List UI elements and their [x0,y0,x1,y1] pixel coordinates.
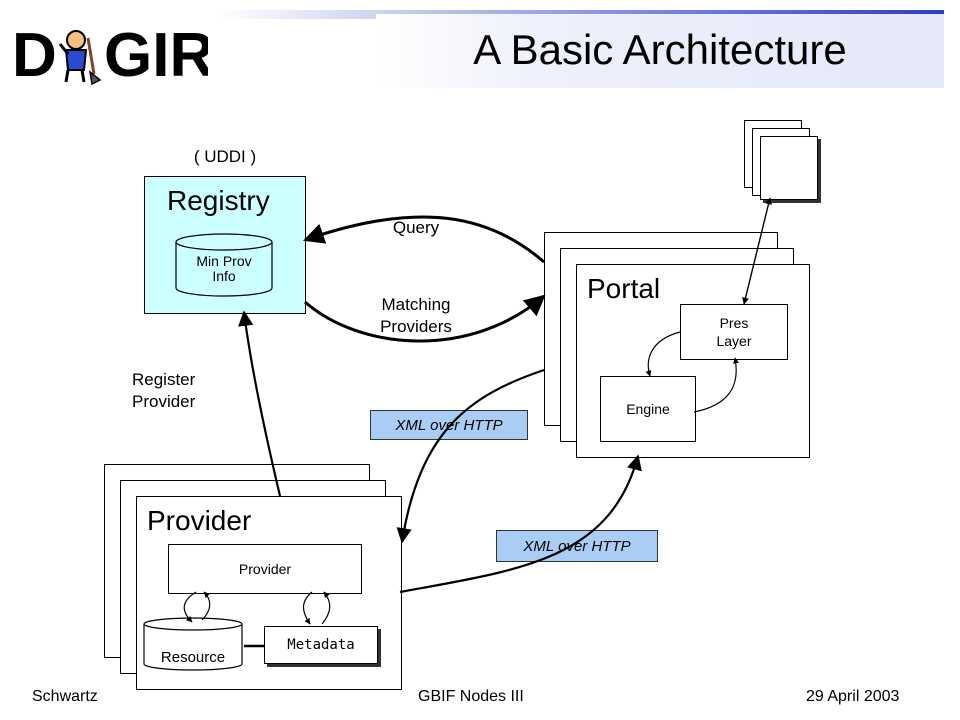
resource-to-provider-arrow [201,591,211,621]
footer-author: Schwartz [32,688,98,705]
svg-text:D: D [12,21,57,90]
page-title: A Basic Architecture [473,26,847,73]
document-page [760,136,818,200]
provider-to-metadata-arrow [302,591,313,625]
portal-title: Portal [587,273,661,304]
footer-date: 29 April 2003 [806,688,900,705]
svg-text:GIR: GIR [104,21,208,90]
query-arrow [303,215,545,264]
digir-logo: D GIR [12,21,208,90]
matching-providers-label: Matching Providers [380,295,452,336]
min-prov-info-label: Min Prov Info [196,253,252,284]
xml-over-http-tag-lower: XML over HTTP [496,530,658,562]
pres-to-engine-arrow [645,331,681,377]
provider-to-portal-arrow [399,454,642,594]
engine-box: Engine [600,376,696,442]
title-band [376,14,944,88]
resource-label: Resource [160,649,226,666]
xml-over-http-tag-upper: XML over HTTP [370,410,528,440]
footer-event: GBIF Nodes III [418,688,524,705]
register-provider-arrow [238,310,282,497]
database-icon [175,233,273,297]
engine-to-pres-arrow [693,357,739,413]
provider-inner-box: Provider [168,544,362,594]
resource-database-icon [143,617,243,671]
metadata-box: Metadata [264,626,378,664]
matching-providers-arrow [304,294,546,343]
register-provider-label: Register Provider [132,370,196,411]
query-label: Query [392,218,440,237]
provider-title: Provider [147,505,252,536]
registry-title: Registry [167,185,270,216]
portal-to-provider-arrow [396,368,545,544]
uddi-label: ( UDDI ) [193,147,257,166]
digger-icon [58,30,102,86]
provider-to-resource-arrow [183,591,197,623]
metadata-to-provider-arrow [321,591,331,625]
pres-layer-documents-arrow [742,197,772,305]
